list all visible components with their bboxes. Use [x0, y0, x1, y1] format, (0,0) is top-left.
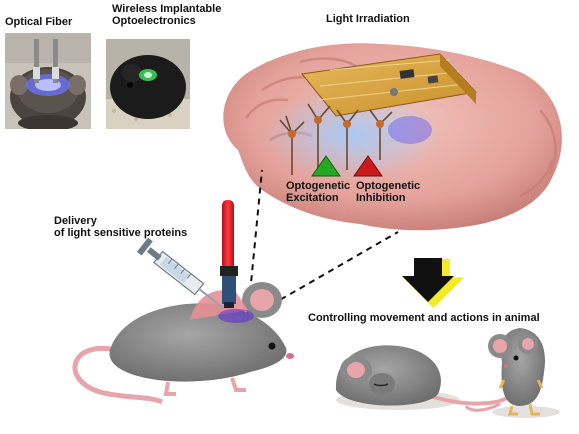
controlling-label: Controlling movement and actions in anim…	[308, 312, 540, 324]
green-triangle-icon	[311, 155, 341, 177]
optical-fiber-photo	[5, 33, 91, 129]
brain-illustration	[223, 43, 562, 231]
inhibition-label-line1: Optogenetic	[356, 180, 421, 192]
excitation-label-line2: Excitation	[286, 192, 339, 204]
standing-mouse-illustration	[464, 328, 560, 418]
mouse-illustration	[72, 282, 294, 405]
wireless-implant-photo	[106, 39, 190, 129]
wireless-label-line1: Wireless Implantable	[112, 3, 222, 15]
red-triangle-icon	[353, 155, 383, 177]
syringe-icon	[136, 237, 224, 309]
down-arrow-icon	[402, 258, 465, 309]
implant-board	[301, 53, 478, 117]
fiber-implant	[220, 200, 238, 308]
wireless-label-line2: Optoelectronics	[112, 15, 196, 27]
excitation-label-line1: Optogenetic	[286, 180, 351, 192]
sleeping-mouse-illustration	[335, 345, 512, 410]
inhibition-label-line2: Inhibition	[356, 192, 406, 204]
delivery-label-line1: Delivery	[54, 215, 97, 227]
optical-fiber-label: Optical Fiber	[5, 16, 73, 28]
delivery-label-line2: of light sensitive proteins	[54, 227, 188, 239]
light-irradiation-label: Light Irradiation	[326, 13, 410, 25]
